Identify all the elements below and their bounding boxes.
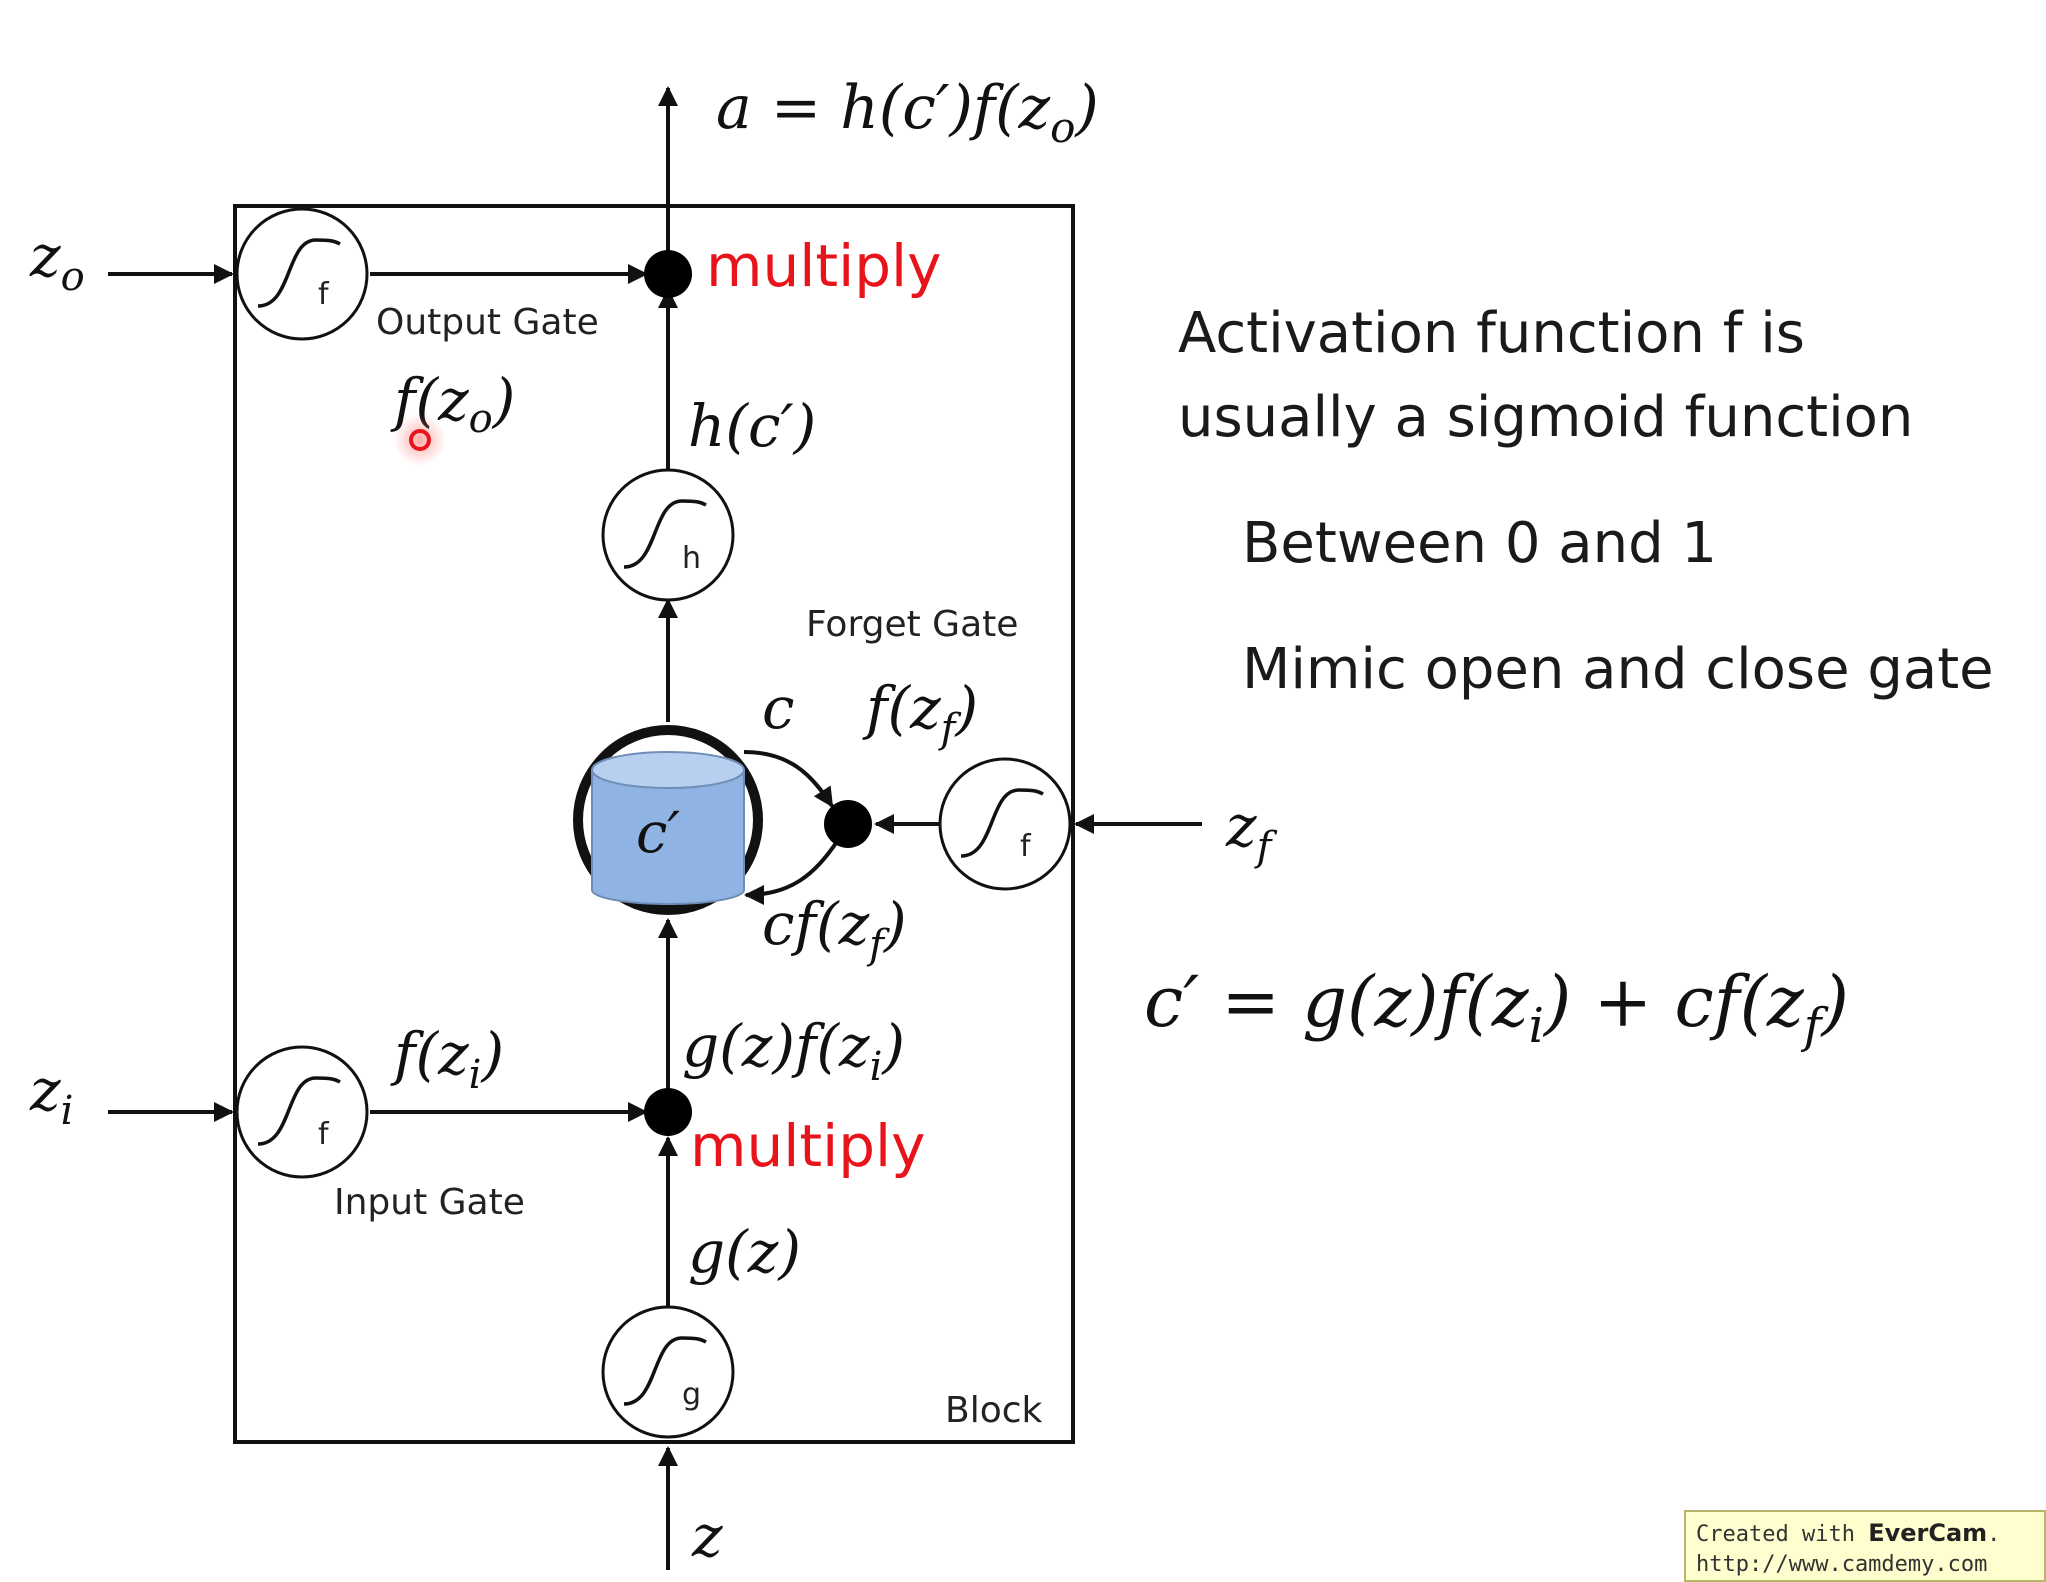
multiply-dot-bottom [644, 1088, 692, 1136]
note-line-2: usually a sigmoid function [1178, 385, 1913, 450]
block-label: Block [945, 1390, 1043, 1431]
note-point-1: Between 0 and 1 [1242, 511, 1717, 576]
output-gate-node: f [235, 207, 369, 341]
zf-input-label: zf [1225, 792, 1278, 870]
output-equation: a = h(c′)f(zo) [716, 73, 1099, 152]
laser-pointer-cursor [394, 414, 446, 466]
gate-g-label: g [682, 1377, 701, 1412]
gate-f-left-label: f [318, 1117, 330, 1152]
badge-url: http://www.camdemy.com [1696, 1552, 1988, 1577]
cell-update-formula: c′ = g(z)f(zi) + cf(zf) [1144, 961, 1849, 1054]
f-zi-label: f(zi) [390, 1020, 504, 1098]
evercam-watermark-badge: Created with EverCam. http://www.camdemy… [1684, 1510, 2046, 1582]
note-line-1: Activation function f is [1178, 301, 1805, 366]
g-z-label: g(z) [688, 1218, 801, 1286]
cell-label: c′ [636, 801, 680, 866]
forget-gate-node: f [938, 757, 1072, 891]
multiply-dot-top [644, 250, 692, 298]
forget-gate-caption: Forget Gate [806, 604, 1018, 645]
g-activation-node: g [601, 1305, 735, 1439]
gate-f-top-label: f [318, 277, 330, 312]
zi-input-label: zi [29, 1056, 73, 1134]
h-activation-node: h [601, 468, 735, 602]
c-label: c [762, 674, 794, 742]
badge-dot: . [1987, 1522, 2001, 1547]
zo-input-label: zo [29, 222, 85, 300]
z-input-label: z [691, 1502, 723, 1570]
gate-h-label: h [682, 541, 701, 576]
badge-created-text: Created with [1696, 1522, 1869, 1547]
multiply-label-top: multiply [706, 232, 941, 300]
cf-zf-label: cf(zf) [762, 890, 907, 968]
input-gate-node: f [235, 1045, 369, 1179]
h-c-prime-label: h(c′) [688, 392, 816, 460]
note-point-2: Mimic open and close gate [1242, 637, 1994, 702]
input-gate-caption: Input Gate [334, 1182, 525, 1223]
block-frame [233, 204, 1075, 1444]
badge-brand: EverCam [1868, 1519, 1988, 1547]
gz-fzi-label: g(z)f(zi) [682, 1012, 905, 1090]
multiply-dot-forget [824, 800, 872, 848]
wire-forget-dot-to-cell [744, 838, 840, 905]
f-zf-label: f(zf) [862, 674, 978, 752]
wire-cell-to-forget-dot [743, 750, 834, 808]
memory-cell: c′ [573, 725, 763, 915]
multiply-label-bottom: multiply [690, 1112, 925, 1180]
gate-f-right-label: f [1020, 829, 1032, 864]
output-gate-caption: Output Gate [376, 302, 599, 343]
